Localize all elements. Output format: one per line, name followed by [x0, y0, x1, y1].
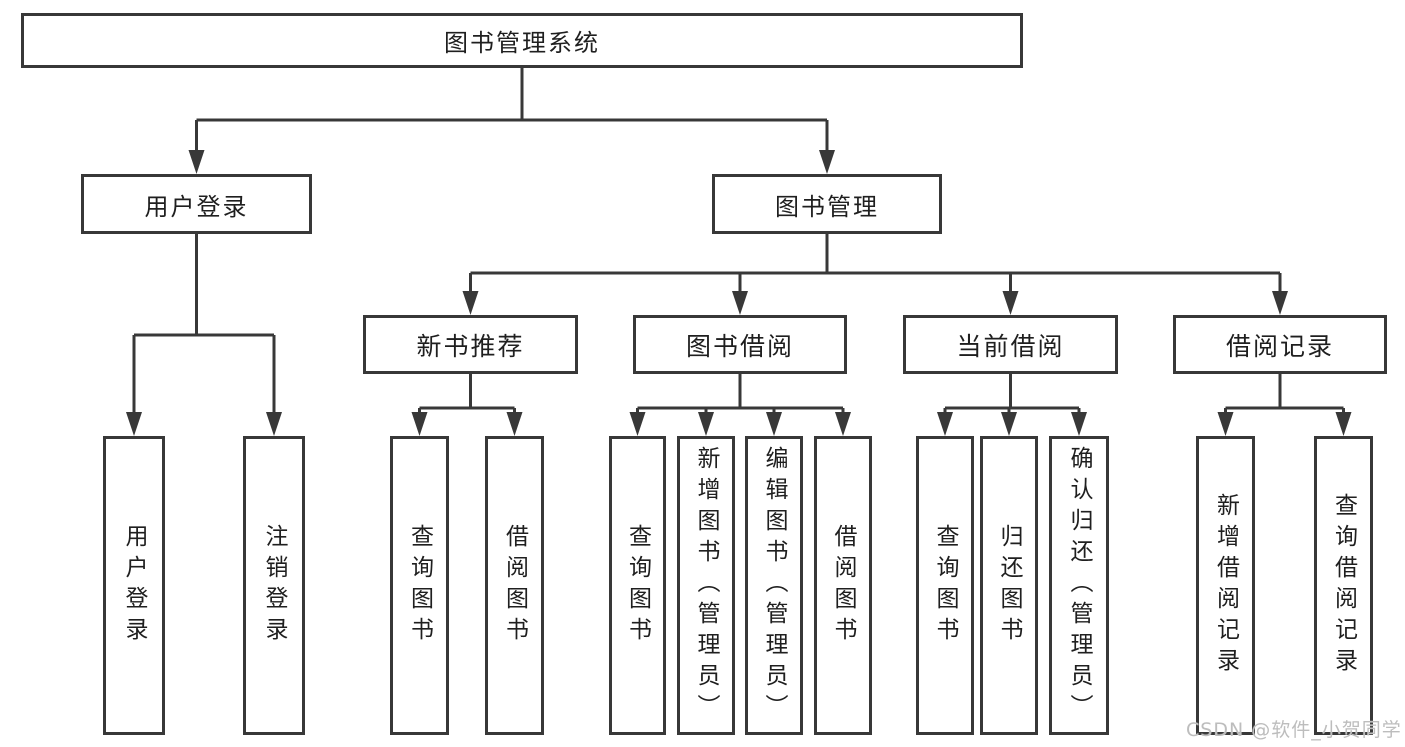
leaf-query-books-current: 查询图书 [916, 436, 974, 735]
connector-current-borrowing-children [937, 374, 1087, 436]
leaf-query-books-borrowing: 查询图书 [609, 436, 666, 735]
node-book-management: 图书管理 [712, 174, 942, 234]
node-new-book-recommend: 新书推荐 [363, 315, 578, 374]
node-book-borrowing: 图书借阅 [633, 315, 847, 374]
leaf-query-books-recommend: 查询图书 [390, 436, 449, 735]
leaf-borrow-books-recommend: 借阅图书 [485, 436, 544, 735]
connector-borrowing-records-children [1217, 374, 1352, 436]
node-library-system: 图书管理系统 [21, 13, 1023, 68]
connector-book-mgmt-children [462, 234, 1288, 315]
leaf-add-book-admin: 新增图书（管理员） [677, 436, 735, 735]
leaf-borrow-books-borrowing: 借阅图书 [814, 436, 872, 735]
node-user-login-group: 用户登录 [81, 174, 312, 234]
leaf-edit-book-admin: 编辑图书（管理员） [745, 436, 803, 735]
connector-root-to-level2 [188, 68, 835, 174]
connector-new-book-children [411, 374, 523, 436]
leaf-query-borrow-record: 查询借阅记录 [1314, 436, 1373, 735]
leaf-user-login: 用户登录 [103, 436, 165, 735]
leaf-confirm-return-admin: 确认归还（管理员） [1049, 436, 1109, 735]
leaf-return-book: 归还图书 [980, 436, 1038, 735]
node-current-borrowing: 当前借阅 [903, 315, 1118, 374]
leaf-logout: 注销登录 [243, 436, 305, 735]
watermark: CSDN @软件_小贺同学 [1186, 719, 1402, 741]
node-borrowing-records: 借阅记录 [1173, 315, 1387, 374]
connector-book-borrowing-children [629, 374, 851, 436]
connector-user-login-children [126, 234, 282, 436]
leaf-add-borrow-record: 新增借阅记录 [1196, 436, 1255, 735]
